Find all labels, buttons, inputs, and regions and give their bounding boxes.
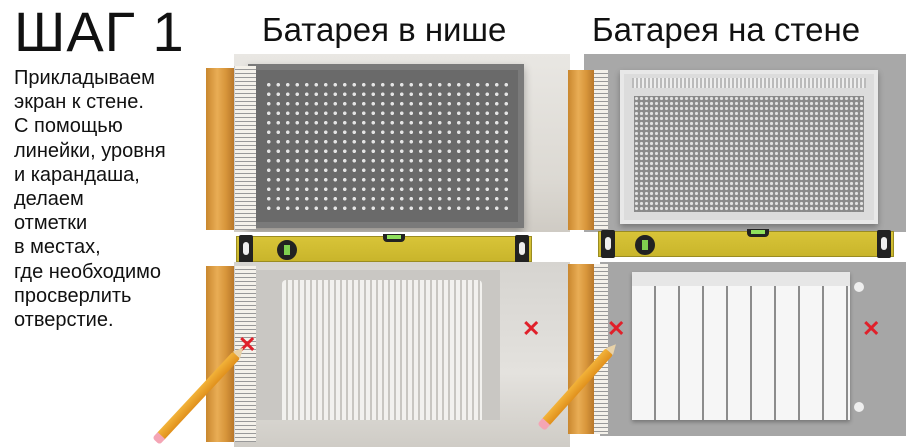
instruction-line: Прикладываем bbox=[14, 67, 155, 89]
spirit-level bbox=[236, 234, 532, 263]
drill-mark-icon: ✕ bbox=[607, 316, 626, 341]
wood-strip bbox=[568, 264, 594, 434]
ruler bbox=[592, 70, 608, 230]
column-radiator bbox=[282, 280, 482, 420]
instruction-line: С помощью bbox=[14, 115, 123, 138]
heading-wall: Батарея на стене bbox=[592, 11, 861, 48]
drill-mark-icon: ✕ bbox=[862, 316, 881, 341]
heading-niche: Батарея в нише bbox=[262, 11, 507, 48]
instruction-line: просверлить bbox=[14, 284, 132, 307]
instruction-line: экран к стене. bbox=[14, 91, 144, 114]
decorative-screen bbox=[248, 64, 524, 228]
wood-strip bbox=[568, 70, 594, 230]
niche-screen-photo bbox=[234, 54, 570, 232]
sectional-radiator bbox=[632, 272, 850, 420]
instruction-line: отверстие. bbox=[14, 309, 114, 332]
wall-screen-photo bbox=[584, 54, 906, 232]
drill-mark-icon: ✕ bbox=[522, 316, 541, 341]
ruler bbox=[234, 66, 256, 230]
niche-radiator-photo bbox=[234, 262, 570, 447]
wood-strip bbox=[206, 68, 234, 230]
instruction-line: в местах, bbox=[14, 236, 101, 259]
step-title: ШАГ 1 bbox=[14, 0, 185, 63]
instruction-line: отметки bbox=[14, 212, 88, 235]
decorative-screen bbox=[620, 70, 878, 224]
wall-radiator-photo bbox=[600, 262, 906, 436]
instructions: Прикладываем экран к стене. С помощью ли… bbox=[14, 66, 214, 332]
spirit-level bbox=[598, 229, 894, 258]
instruction-line: делаем bbox=[14, 188, 84, 211]
instruction-line: где необходимо bbox=[14, 260, 162, 283]
instruction-line: и карандаша, bbox=[14, 163, 140, 186]
instruction-line: линейки, уровня bbox=[14, 139, 166, 162]
